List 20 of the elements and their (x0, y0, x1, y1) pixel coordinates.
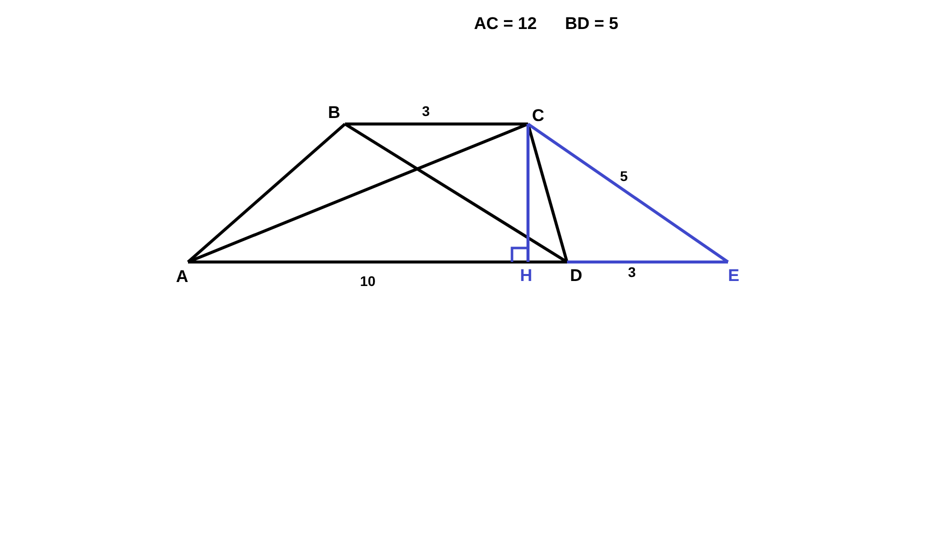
length-label: 3 (628, 265, 636, 280)
length-label: 10 (360, 274, 376, 289)
given-value: BD = 5 (565, 15, 618, 33)
point-label: H (520, 267, 532, 285)
point-label: B (328, 104, 340, 122)
line-segment (527, 122, 729, 264)
point-label: A (176, 268, 188, 286)
point-label: D (570, 267, 582, 285)
length-label: 3 (422, 104, 430, 119)
line-segment (567, 260, 728, 264)
line-segment (344, 122, 568, 264)
line-segment (526, 124, 530, 262)
line-segment (188, 260, 567, 264)
length-label: 5 (620, 169, 628, 184)
line-segment (345, 122, 528, 126)
line-segment (187, 122, 346, 264)
given-value: AC = 12 (474, 15, 537, 33)
point-label: C (532, 107, 544, 125)
line-segment (187, 122, 529, 264)
point-label: E (728, 267, 740, 285)
